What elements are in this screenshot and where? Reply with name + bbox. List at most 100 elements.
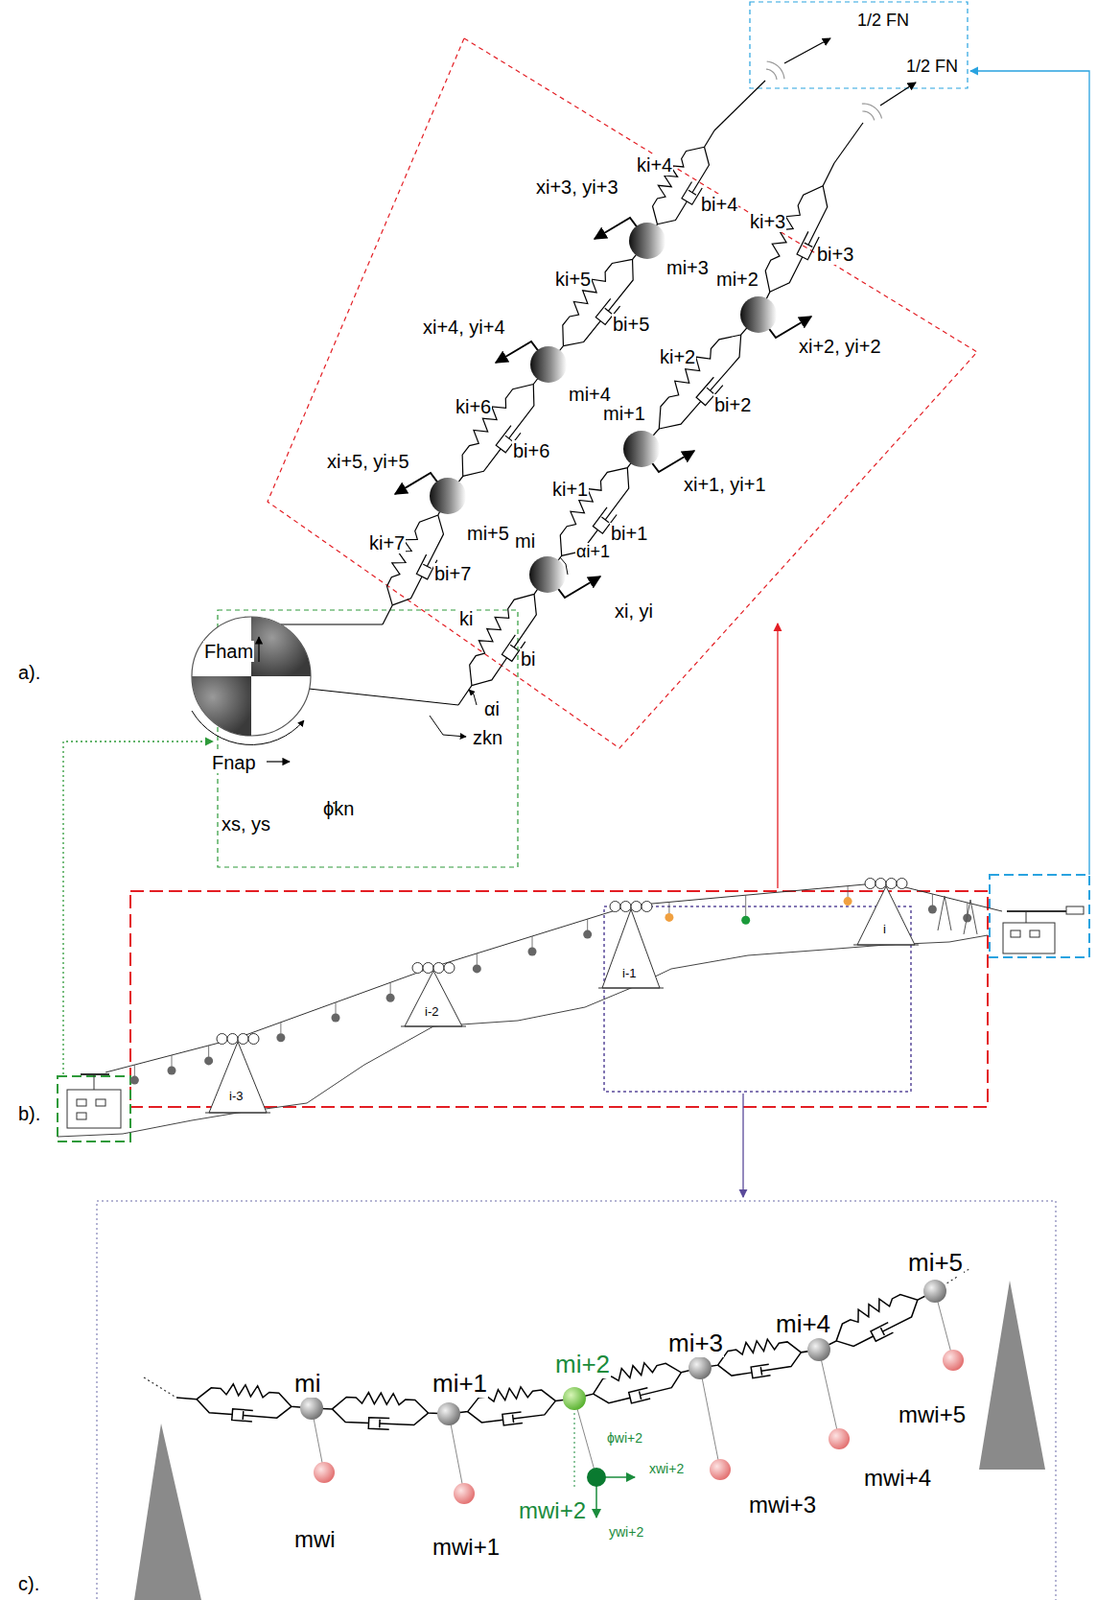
angle-label: αi+1 [575,542,611,562]
hanging-mass [942,1349,964,1371]
damping-label: bi+5 [611,313,651,335]
mass [740,296,777,333]
mass-label: mi [513,530,537,552]
spring-damper [547,448,642,575]
line [784,38,831,64]
frame-outline [130,890,988,1107]
station [67,1089,121,1128]
mass [429,477,467,514]
gondola [276,1032,285,1042]
hanging-mass [586,1467,607,1487]
line [257,636,259,662]
line [57,1133,123,1137]
spring-damper [311,1392,449,1430]
drive-wheel [191,616,311,736]
link-arrow [776,623,778,888]
gondola [472,963,482,973]
damping-label: bi [519,648,537,670]
damping-label: bi+7 [433,562,472,584]
element-stroke [870,1322,893,1342]
stiffness-label: ki+6 [454,396,492,418]
damping-label: bi+4 [700,193,739,215]
mass-label: mwi+4 [863,1465,933,1491]
coordinate-label: zkn [471,726,504,748]
mass [688,1355,712,1379]
coordinate-label: xi+4, yi+4 [421,316,507,338]
sheave [422,962,434,974]
sheave [443,962,455,974]
window [1010,930,1021,937]
mass [300,1396,324,1420]
element-stroke [311,1392,449,1414]
cable-mark [862,103,883,118]
drive [1066,906,1084,914]
stiffness-label: ki+7 [368,532,406,554]
element-stroke [331,1408,369,1424]
gondola [130,1075,140,1085]
gondola [741,915,750,925]
angle-label: ϕwi+2 [606,1430,644,1446]
mass [529,556,566,593]
damping-label: bi+3 [816,243,855,265]
stiffness-label: ki+2 [658,346,697,368]
line [208,1045,210,1057]
element-stroke [458,574,548,705]
element-stroke [629,1387,651,1403]
mass [807,1337,831,1361]
line [970,899,978,934]
mass [623,430,660,467]
element-stroke [758,163,835,315]
line [134,1064,136,1076]
mass-label: mi+4 [774,1309,832,1338]
sheave [864,878,876,889]
element-stroke [513,593,537,648]
coordinate-label: ywi+2 [607,1524,645,1540]
element-stroke [513,1400,556,1419]
tower [134,1423,202,1600]
line [586,918,588,931]
line [280,623,383,625]
line [266,760,290,762]
link-arrow [63,741,213,1074]
tower-number: i [882,922,887,936]
stiffness-label: ki+1 [551,478,589,500]
spring-damper [758,163,835,315]
coordinate-label: xi+5, yi+5 [326,450,411,472]
stiffness-label: ki+3 [748,210,787,233]
tower [602,909,660,988]
sheave [641,901,653,912]
line [560,557,568,575]
line [714,80,766,131]
force-label: 1/2 FN [856,11,911,31]
line [932,893,934,906]
element-stroke [392,576,422,606]
hanging-mass [828,1427,850,1449]
element-stroke [641,314,759,449]
tower-number: i-2 [423,1004,440,1019]
line [574,1398,597,1477]
gondola [528,947,537,957]
line [429,715,467,737]
mass-label: mi+3 [667,1329,724,1357]
sheave [237,1033,249,1045]
mass-label: mwi+1 [431,1534,501,1560]
line [937,895,945,931]
element-stroke [196,1399,233,1415]
line [847,886,849,898]
coordinate-label: xi, yi [613,600,654,622]
element-stroke [593,1393,631,1402]
element-stroke [471,657,508,686]
spring-damper [176,1383,312,1422]
sheave [248,1033,259,1045]
sheave [433,962,444,974]
gondola [583,930,592,939]
element-stroke [176,1383,312,1408]
element-stroke [692,146,710,193]
line [963,899,971,934]
tower-number: i-1 [621,966,637,981]
mass-label: mi+5 [907,1248,964,1277]
mass-label: mwi+3 [747,1492,817,1518]
hanging-mass [453,1482,475,1504]
hanging-mass [709,1458,731,1480]
